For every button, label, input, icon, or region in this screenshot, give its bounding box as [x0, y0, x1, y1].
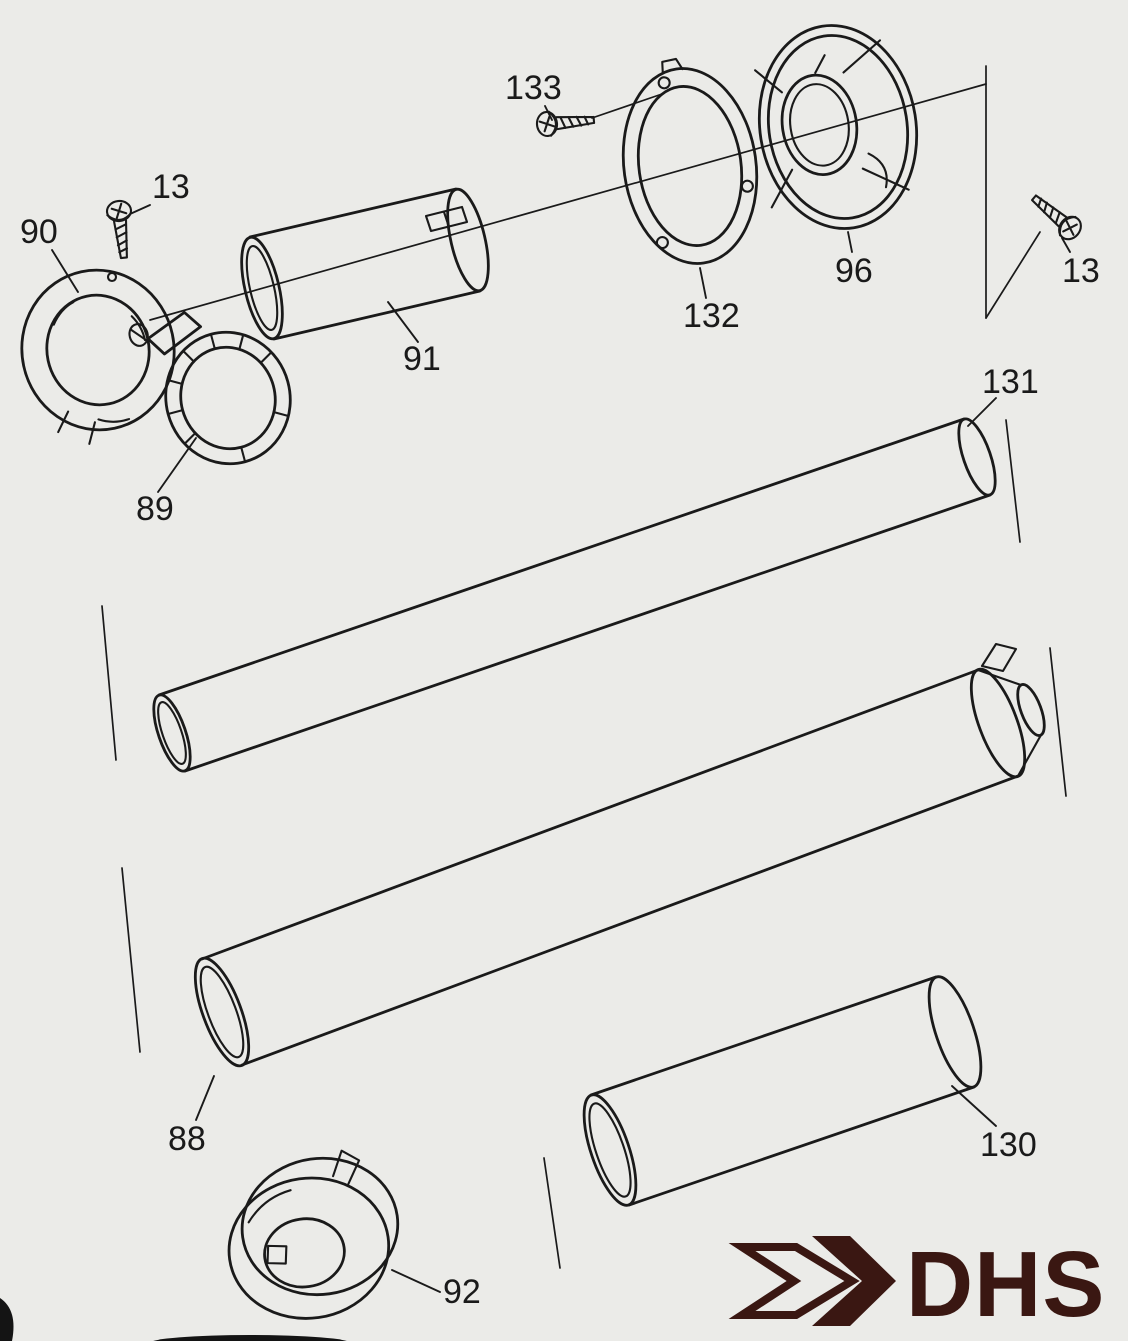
part-89-hose-clamp [128, 310, 292, 466]
dhs-logo-arrow-outline-icon [728, 1243, 860, 1319]
mount-hole [655, 236, 669, 250]
leader-lines [51, 105, 1071, 1293]
tube-vent-detail [424, 205, 469, 233]
part-label-130: 130 [980, 1126, 1037, 1164]
part-label-91: 91 [403, 340, 441, 378]
dimension-line [121, 867, 141, 1053]
assembly-axis-line [149, 65, 1041, 321]
part-labels: 13 90 133 132 96 13 91 89 131 88 92 130 [20, 69, 1100, 1311]
part-90-collar [20, 268, 176, 445]
part-92-collar [227, 1149, 400, 1320]
dimension-line [1005, 419, 1021, 543]
screw-133 [534, 106, 596, 138]
clamp-screw-head [128, 323, 149, 347]
screw-hole [106, 271, 118, 283]
part-130-tube [543, 975, 983, 1269]
keyed-bore [263, 1217, 346, 1289]
part-88-tube [121, 642, 1067, 1068]
part-label-90: 90 [20, 213, 58, 251]
part-label-133: 133 [505, 69, 562, 107]
part-label-96: 96 [835, 252, 873, 290]
dimension-line [1049, 647, 1067, 797]
dimension-line [101, 605, 117, 761]
mount-hole [657, 76, 671, 90]
part-96-housing [754, 24, 919, 230]
part-label-89: 89 [136, 490, 174, 528]
dimension-line [543, 1157, 561, 1269]
screw-13-left [104, 198, 137, 261]
dhs-logo-text: DHS [906, 1232, 1105, 1336]
tube-nozzle-tip [976, 642, 1046, 778]
dhs-logo-arrow-filled-icon [812, 1236, 896, 1326]
part-91-tube [240, 187, 490, 341]
part-label-88: 88 [168, 1120, 206, 1158]
part-132-ring [621, 57, 759, 265]
worm-drive-housing [146, 310, 203, 356]
screw-13-right [1025, 187, 1087, 245]
part-label-132: 132 [683, 297, 740, 335]
part-label-13-right: 13 [1062, 252, 1100, 290]
part-label-92: 92 [443, 1273, 481, 1311]
part-label-131: 131 [982, 363, 1039, 401]
mount-hole [740, 179, 754, 193]
part-131-tube [101, 417, 1021, 773]
dhs-logo: DHS [728, 1232, 1105, 1336]
part-label-13-left: 13 [152, 168, 190, 206]
inner-bore [780, 73, 859, 176]
key-notch [266, 1244, 288, 1265]
scan-artifacts [0, 1298, 347, 1341]
